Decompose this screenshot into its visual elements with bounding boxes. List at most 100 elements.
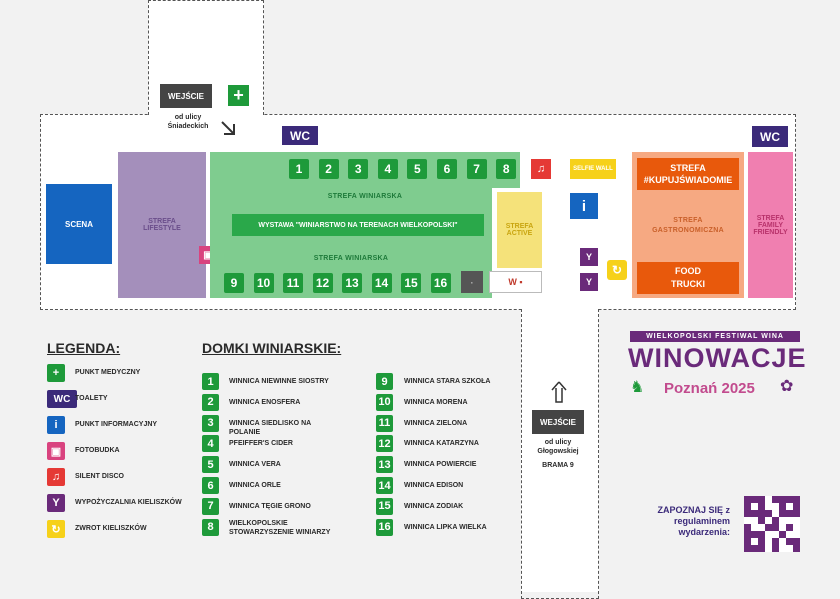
glass-return-icon: ↻ [47,520,65,538]
stall-2[interactable]: 2 [318,159,339,179]
goat-icon: ♞ [630,379,645,396]
stall-4[interactable]: 4 [377,159,398,179]
domek-number-15: 15 [376,497,393,515]
medical-point[interactable]: + [228,85,249,106]
stall-15[interactable]: 15 [401,273,421,293]
domek-number-7: 7 [202,497,219,515]
domek-name-6: WINNICA ORLE [229,482,281,489]
glass-rental-1[interactable]: Y [580,248,598,266]
stall-16[interactable]: 16 [430,273,451,293]
partner-logo-2: W ▪ [489,271,542,293]
glass-return[interactable]: ↻ [607,260,627,280]
domek-number-5: 5 [202,456,219,474]
street-glogowska [521,310,599,592]
domek-name-11: WINNICA ZIELONA [404,419,468,427]
area-border [40,114,796,310]
zone-winiarska-bottom-label: STREFA WINIARSKA [313,255,389,262]
entrance-bottom-street: od ulicy Głogowskiej [537,439,579,455]
street-gap-bottom [522,300,598,316]
legend-label: SILENT DISCO [75,473,125,480]
domek-number-3: 3 [202,414,219,432]
wine-glass-icon: Y [47,494,65,512]
exhibition-banner[interactable]: WYSTAWA "WINIARSTWO NA TERENACH WIELKOPO… [232,214,484,236]
domek-number-11: 11 [376,414,393,432]
silent-disco[interactable]: ♫ [531,159,551,179]
domek-number-10: 10 [376,393,393,411]
domek-name-16: WINNICA LIPKA WIELKA [404,523,487,531]
domek-number-16: 16 [376,518,393,536]
selfie-wall[interactable]: SELFIE WALL [570,159,616,179]
photo-booth-icon: ▣ [47,442,65,460]
domek-name-4: PFEIFFER'S CIDER [229,440,293,448]
wc-sign-left[interactable]: WC [282,126,318,145]
legend-label: PUNKT INFORMACYJNY [75,421,158,428]
domek-name-1: WINNICA NIEWINNE SIOSTRY [229,378,329,385]
wc-icon: WC [47,390,77,408]
street-border-top [148,0,264,115]
legend-label: TOALETY [75,395,108,402]
zone-winiarska-top-label: STREFA WINIARSKA [327,193,403,200]
stall-11[interactable]: 11 [283,273,303,293]
stall-7[interactable]: 7 [466,159,487,179]
domki-title: DOMKI WINIARSKIE: [202,340,342,356]
festival-subtitle: WIELKOPOLSKI FESTIWAL WINA [630,331,800,342]
food-trucks[interactable]: FOOD TRUCKI [637,262,739,294]
stall-3[interactable]: 3 [348,159,369,179]
entrance-top-street: od ulicy Śniadeckich [167,114,209,130]
stall-8[interactable]: 8 [496,159,517,179]
domek-name-7: WINNICA TĘGIE GRONO [229,502,311,510]
info-point[interactable]: i [570,193,598,219]
wc-sign-right[interactable]: WC [752,126,788,147]
legend-label: PUNKT MEDYCZNY [75,369,141,376]
domek-number-6: 6 [202,477,219,494]
stall-12[interactable]: 12 [312,273,333,293]
domek-number-8: 8 [202,518,219,536]
plus-icon: + [47,364,65,382]
stall-13[interactable]: 13 [342,273,362,293]
stall-6[interactable]: 6 [437,159,457,179]
silent-disco-icon: ♫ [47,468,65,486]
domek-number-13: 13 [376,456,393,474]
domek-name-15: WINNICA ZODIAK [404,502,464,510]
gate-label: BRAMA 9 [542,462,574,469]
festival-name: WINOWACJE [628,343,807,373]
domek-name-9: WINNICA STARA SZKOŁA [404,378,491,385]
stall-10[interactable]: 10 [253,273,274,293]
info-icon: i [47,416,65,434]
grapes-icon: ✿ [780,378,794,395]
glass-rental-2[interactable]: Y [580,273,598,291]
qr-code-icon[interactable] [744,496,800,552]
zone-lifestyle[interactable]: STREFA LIFESTYLE [118,152,206,298]
domek-number-12: 12 [376,435,393,453]
stall-5[interactable]: 5 [407,159,428,179]
zone-gastro-label: STREFA GASTRONOMICZNA [652,217,724,234]
festival-place: Poznań 2025 [664,380,755,397]
domek-name-10: WINNICA MORENA [404,398,468,406]
legend-label: ZWROT KIELISZKÓW [75,525,147,532]
regulamin-text: ZAPOZNAJ SIĘ z regulaminem wydarzenia: [657,505,730,537]
domek-number-9: 9 [376,373,393,390]
entrance-top-sign[interactable]: WEJŚCIE [160,84,212,108]
zone-kupuj[interactable]: STREFA #KUPUJŚWIADOMIE [637,158,739,190]
domek-name-14: WINNICA EDISON [404,482,464,489]
domek-name-12: WINNICA KATARZYNA [404,440,479,448]
entrance-bottom-sign[interactable]: WEJŚCIE [532,410,584,434]
entrance-up-arrow-icon [551,381,567,403]
domek-name-13: WINNICA POWIERCIE [404,461,477,469]
legend-label: FOTOBUDKA [75,447,120,454]
legend-label: WYPOŻYCZALNIA KIELISZKÓW [75,499,182,506]
legend-title: LEGENDA: [47,340,121,356]
stage[interactable]: SCENA [46,184,112,264]
partner-logo-1: ▪ [461,271,483,293]
zone-family[interactable]: STREFA FAMILY FRIENDLY [748,152,793,298]
domek-number-1: 1 [202,373,219,390]
stall-14[interactable]: 14 [371,273,392,293]
domek-number-2: 2 [202,393,219,411]
domek-number-4: 4 [202,435,219,453]
stall-1[interactable]: 1 [289,159,309,179]
domek-name-3: WINNICA SIEDLISKO NA POLANIE [229,419,311,436]
zone-active[interactable]: STREFA ACTIVE [497,192,542,268]
domek-name-8: WIELKOPOLSKIE STOWARZYSZENIE WINIARZY [229,519,331,536]
stall-9[interactable]: 9 [224,273,244,293]
domek-number-14: 14 [376,477,393,494]
